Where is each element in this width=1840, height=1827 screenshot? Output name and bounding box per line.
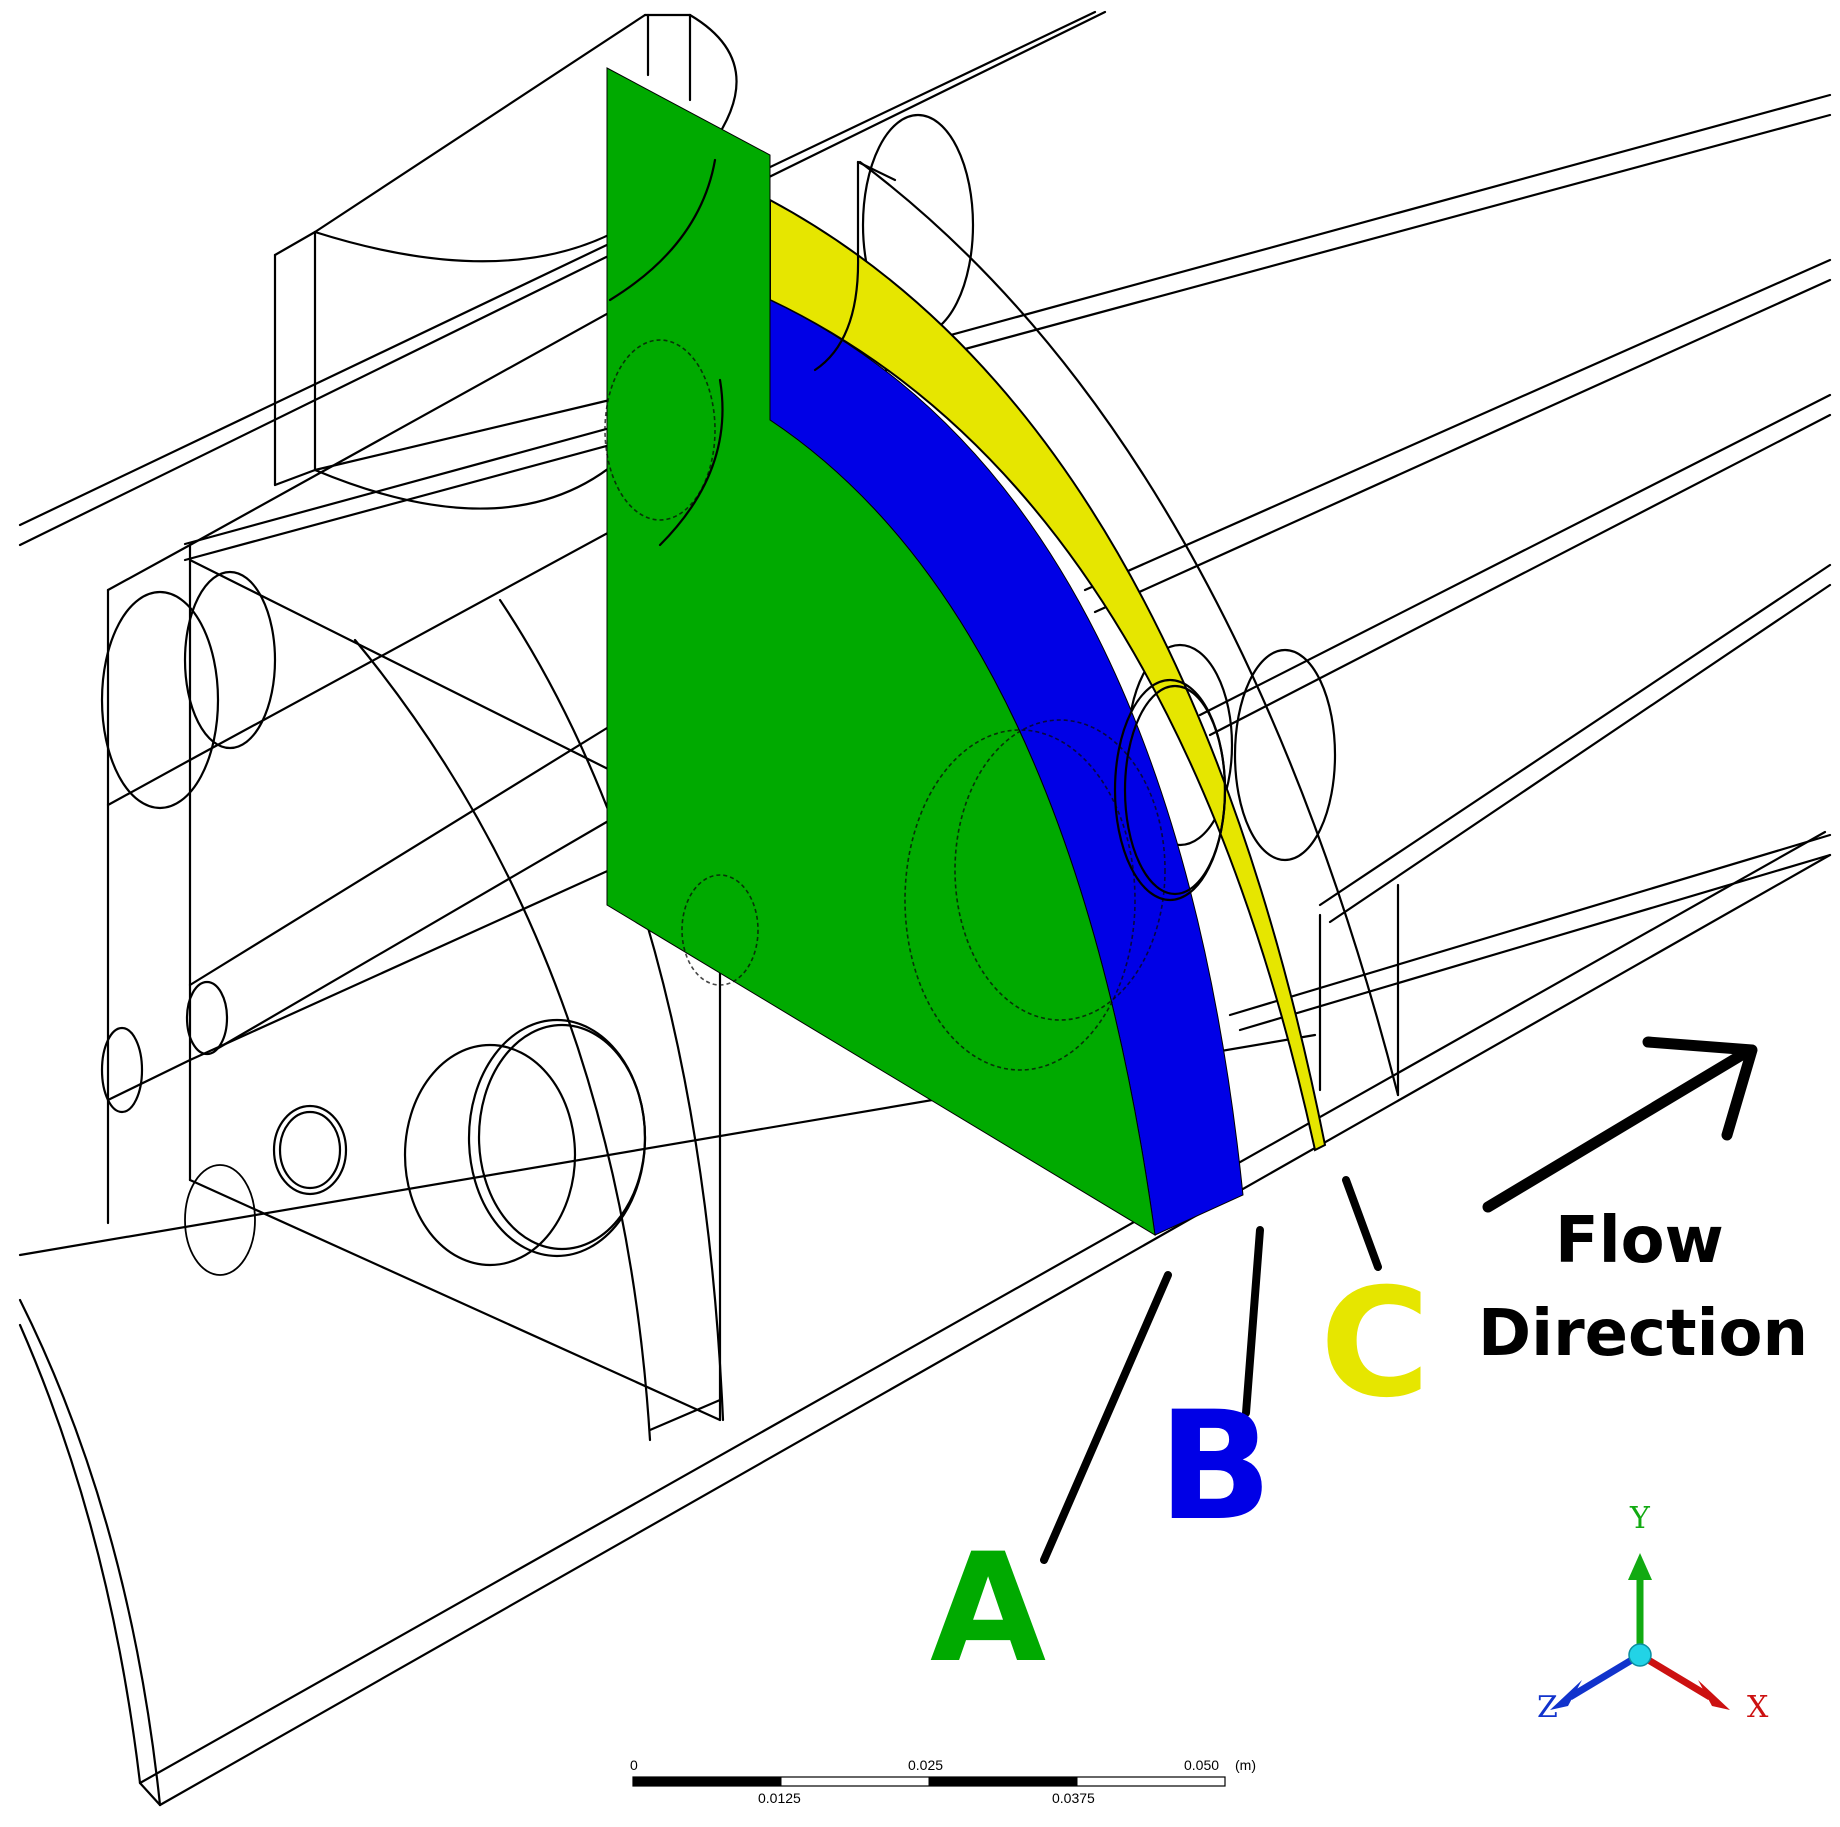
scale-tick-0: 0 xyxy=(630,1757,638,1773)
scale-bar xyxy=(632,1776,1226,1787)
axis-x-label: X xyxy=(1747,1690,1769,1725)
plane-a[interactable] xyxy=(606,67,1156,1236)
wireframe-geometry xyxy=(18,10,1832,1807)
axis-y-label: Y xyxy=(1629,1501,1651,1536)
scale-tick-00375: 0.0375 xyxy=(1052,1790,1095,1806)
flow-label-line1: Flow xyxy=(1555,1204,1724,1278)
scale-tick-0050: 0.050 xyxy=(1184,1757,1219,1773)
scale-unit: (m) xyxy=(1235,1757,1256,1773)
axis-triad xyxy=(1550,1553,1730,1710)
plane-a-label: A xyxy=(930,1522,1046,1696)
plane-b-label: B xyxy=(1158,1380,1272,1554)
axis-z-label: Z xyxy=(1537,1690,1558,1725)
scale-tick-00125: 0.0125 xyxy=(758,1790,801,1806)
flow-direction-arrow xyxy=(1482,1036,1758,1213)
leader-lines xyxy=(1040,1176,1382,1564)
plane-c[interactable] xyxy=(769,198,1327,1152)
hidden-edges xyxy=(604,158,1227,1071)
plane-c-label: C xyxy=(1320,1257,1430,1431)
scale-tick-0025: 0.025 xyxy=(908,1757,943,1773)
flow-label-line2: Direction xyxy=(1478,1297,1808,1371)
